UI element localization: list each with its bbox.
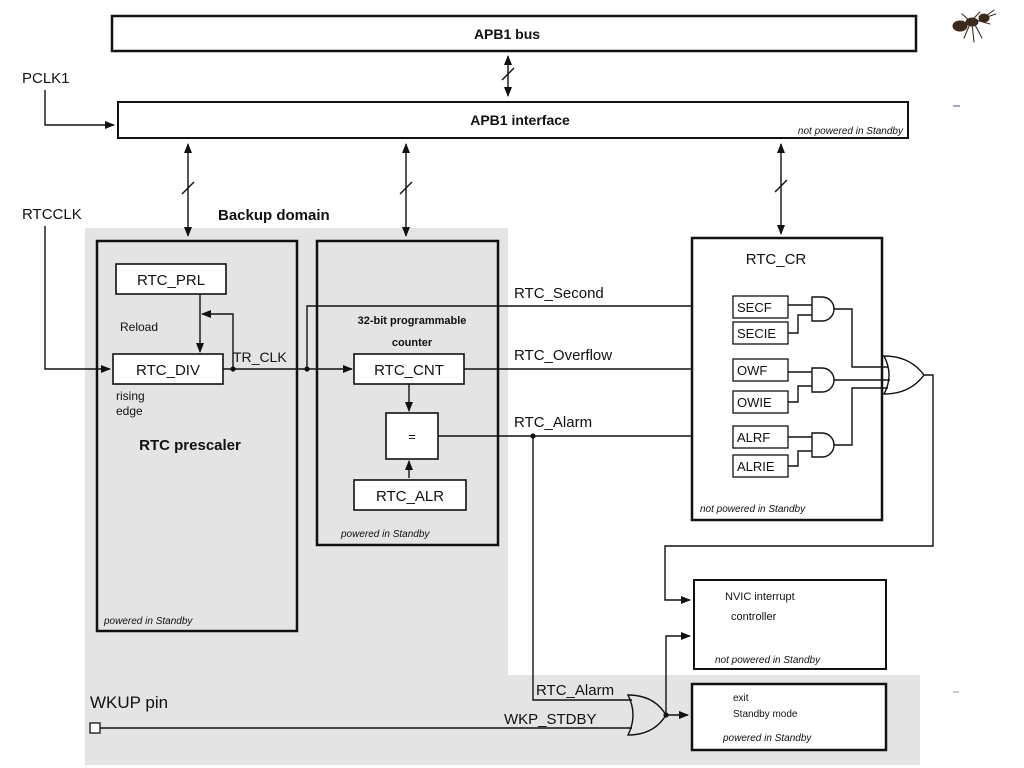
- nvic-box: [693, 579, 887, 670]
- rtc-alarm-low-label: RTC_Alarm: [536, 682, 614, 699]
- rtc-div-label: RTC_DIV: [136, 362, 200, 379]
- wkp-stdby-label: WKP_STDBY: [504, 711, 597, 728]
- second-to-or-wire: [834, 308, 888, 368]
- rtc-overflow-label: RTC_Overflow: [514, 347, 612, 364]
- rtc-prl-label: RTC_PRL: [137, 272, 205, 289]
- prescaler-block: [95, 239, 299, 633]
- apb1-interface-box: [117, 101, 909, 139]
- nvic-note: not powered in Standby: [715, 655, 821, 666]
- slash-1: [181, 181, 195, 195]
- and-gate-second: [811, 296, 835, 322]
- owf-flag: [732, 358, 789, 382]
- rtc-alarm-to-wakeup-wire: [532, 436, 632, 701]
- secie-label: SECIE: [737, 326, 776, 341]
- counter-block: [315, 239, 500, 547]
- reload-label: Reload: [120, 320, 158, 334]
- pclk1-wire: [44, 90, 115, 129]
- backup-domain-title: Backup domain: [218, 207, 330, 224]
- wakeup-to-nvic-wire: [665, 632, 691, 715]
- reload-feedback-wire: [201, 310, 234, 369]
- prescaler-note: powered in Standby: [103, 616, 193, 627]
- exit-line2: Standby mode: [733, 709, 798, 720]
- wkup-pin-terminal: [89, 722, 101, 734]
- and-second-in-b: [788, 314, 812, 334]
- apb1-bus-label: APB1 bus: [474, 26, 540, 42]
- owie-label: OWIE: [737, 395, 772, 410]
- secf-label: SECF: [737, 300, 772, 315]
- nvic-line2: controller: [731, 611, 777, 623]
- compare-symbol: =: [408, 429, 416, 444]
- exit-note: powered in Standby: [722, 733, 812, 744]
- pclk1-label: PCLK1: [22, 70, 70, 87]
- apb1-interface-label: APB1 interface: [470, 112, 570, 128]
- and-gate-overflow: [811, 367, 835, 393]
- slash-3: [774, 179, 788, 193]
- secf-flag: [732, 295, 789, 319]
- rtc-alarm-label: RTC_Alarm: [514, 414, 592, 431]
- counter-note: powered in Standby: [340, 529, 430, 540]
- alrie-label: ALRIE: [737, 459, 775, 474]
- rtcclk-wire: [44, 226, 111, 373]
- rising-label: rising: [116, 389, 145, 403]
- rtc-second-label: RTC_Second: [514, 285, 604, 302]
- rtc-second-wire: [306, 302, 731, 369]
- rtc-prl-register: [115, 263, 227, 295]
- rtc-cr-note: not powered in Standby: [700, 504, 806, 515]
- counter-title-line1: 32-bit programmable: [358, 315, 467, 327]
- rtc-cr-title: RTC_CR: [746, 251, 807, 268]
- and-gate-alarm: [811, 432, 835, 458]
- counter-title-line2: counter: [392, 337, 433, 349]
- rtc-alr-register: [353, 479, 467, 511]
- or-gate-wakeup: [626, 694, 667, 736]
- nvic-line1: NVIC interrupt: [725, 591, 795, 603]
- alrf-label: ALRF: [737, 430, 770, 445]
- rtc-alr-label: RTC_ALR: [376, 488, 444, 505]
- and-overflow-in-b: [788, 385, 812, 403]
- bus-width-slash: [501, 67, 515, 81]
- ant-logo-icon: [952, 9, 997, 43]
- wkup-pin-label: WKUP pin: [90, 693, 168, 712]
- rtc-cnt-label: RTC_CNT: [374, 362, 444, 379]
- tr-clk-label: TR_CLK: [233, 349, 287, 365]
- exit-line1: exit: [733, 693, 749, 704]
- prescaler-title: RTC prescaler: [139, 437, 241, 454]
- apb1-bus-box: [110, 14, 918, 53]
- rtcclk-label: RTCCLK: [22, 206, 82, 223]
- compare-box: [385, 412, 439, 460]
- exit-standby-box: [690, 682, 888, 752]
- apb1-interface-note: not powered in Standby: [798, 126, 904, 137]
- alarm-to-or-wire: [834, 387, 888, 446]
- or-gate-interrupt: [882, 355, 925, 395]
- or-to-nvic-wire: [664, 374, 934, 604]
- and-alarm-in-b: [788, 450, 812, 467]
- slash-2: [399, 181, 413, 195]
- edge-label: edge: [116, 404, 143, 418]
- owf-label: OWF: [737, 363, 767, 378]
- tr-clk-junction-1: [230, 366, 236, 372]
